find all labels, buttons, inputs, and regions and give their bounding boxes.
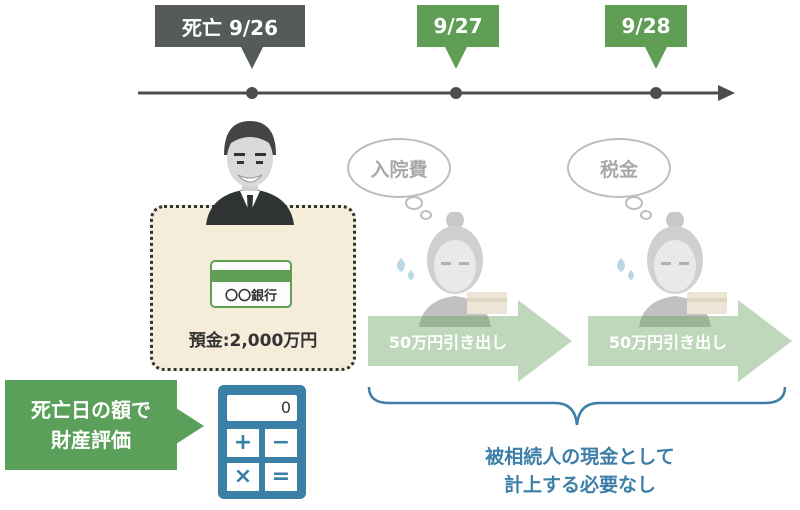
calculator-key-times: ×	[227, 463, 259, 491]
thought-puff	[405, 196, 423, 210]
date-tag-death-label: 死亡 9/26	[181, 15, 278, 40]
thought-bubble-hospital-label: 入院費	[370, 158, 428, 181]
calculator-key-minus: −	[265, 429, 297, 457]
note-line-2: 計上する必要なし	[503, 474, 656, 496]
deceased-man-icon	[206, 121, 294, 225]
timeline-point-3	[650, 87, 662, 99]
valuation-callout: 死亡日の額で 財産評価	[5, 380, 177, 470]
thought-bubble-hospital: 入院費	[347, 138, 451, 198]
elderly-woman-icon	[617, 212, 727, 327]
bank-label: 〇〇銀行	[224, 289, 277, 304]
date-tag-927-label: 9/27	[433, 14, 483, 38]
calculator-display-value: 0	[280, 398, 291, 417]
timeline: 死亡 9/26 9/27 9/28	[0, 0, 800, 110]
date-tag-927: 9/27	[417, 5, 499, 47]
withdraw-label-1: 50万円引き出し	[388, 333, 508, 352]
callout-pointer	[176, 408, 204, 444]
callout-line-1: 死亡日の額で	[31, 398, 151, 422]
withdraw-label-2: 50万円引き出し	[608, 333, 728, 352]
bank-card-icon	[210, 260, 292, 308]
date-tag-928: 9/28	[605, 5, 687, 47]
callout-line-2: 財産評価	[51, 428, 131, 452]
curly-brace	[367, 386, 787, 426]
thought-bubble-tax-label: 税金	[599, 158, 638, 181]
date-tag-928-label: 9/28	[621, 14, 671, 38]
thought-puff	[625, 196, 643, 210]
thought-puff	[640, 210, 652, 220]
calculator-display: 0	[227, 395, 297, 421]
timeline-axis	[138, 85, 735, 101]
date-tag-928-pointer	[645, 47, 667, 69]
date-tag-death: 死亡 9/26	[155, 5, 305, 47]
withdraw-arrow-2	[588, 300, 792, 382]
note-line-1: 被相続人の現金として	[485, 446, 675, 468]
date-tag-death-pointer	[241, 47, 263, 69]
deposit-amount: 預金:2,000万円	[188, 331, 318, 351]
withdraw-arrow-1	[368, 300, 572, 382]
calculator-icon: 0 + − × =	[218, 385, 306, 499]
thought-puff	[420, 210, 432, 220]
timeline-point-2	[450, 87, 462, 99]
calculator-key-plus: +	[227, 429, 259, 457]
thought-bubble-tax: 税金	[567, 138, 671, 198]
deposit-box: 〇〇銀行 預金:2,000万円	[150, 205, 356, 371]
elderly-woman-icon	[397, 212, 507, 327]
date-tag-927-pointer	[445, 47, 467, 69]
timeline-point-1	[246, 87, 258, 99]
calculator-key-equals: =	[265, 463, 297, 491]
